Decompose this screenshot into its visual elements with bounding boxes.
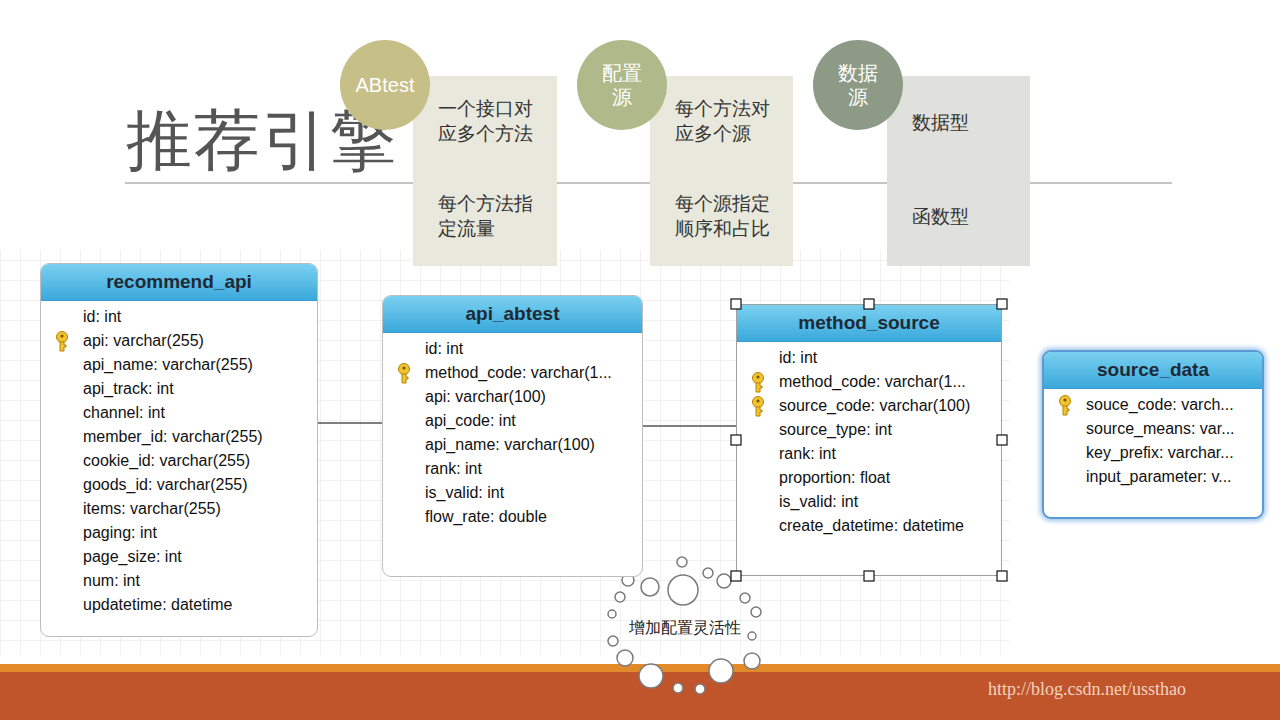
key-icon bbox=[1056, 395, 1074, 417]
table-title: recommend_api bbox=[41, 264, 317, 301]
table-field: rank: int bbox=[383, 457, 642, 481]
field-list: id: intapi: varchar(255)api_name: varcha… bbox=[41, 301, 317, 617]
table-field: input_parameter: v... bbox=[1044, 465, 1262, 489]
panel-text: 一个接口对应多个方法 bbox=[438, 96, 539, 146]
panel-text: 每个方法指定流量 bbox=[438, 191, 539, 241]
table-field: is_valid: int bbox=[383, 481, 642, 505]
table-field: api_name: varchar(255) bbox=[41, 353, 317, 377]
table-box: recommend_apiid: intapi: varchar(255)api… bbox=[40, 263, 318, 637]
key-icon bbox=[53, 331, 71, 353]
resize-handle bbox=[997, 435, 1007, 445]
resize-handle bbox=[731, 435, 741, 445]
watermark: http://blog.csdn.net/ussthao bbox=[988, 679, 1186, 700]
table-field: is_valid: int bbox=[737, 490, 1001, 514]
table-box: api_abtestid: intmethod_code: varchar(1.… bbox=[382, 295, 643, 577]
field-list: id: intmethod_code: varchar(1...source_c… bbox=[737, 342, 1001, 538]
resize-handle bbox=[731, 299, 741, 309]
table-field: id: int bbox=[737, 346, 1001, 370]
table-title: method_source bbox=[737, 305, 1001, 342]
panel-text: 每个方法对应多个源 bbox=[675, 96, 776, 146]
grid-ground bbox=[0, 250, 1010, 655]
panel-text: 每个源指定顺序和占比 bbox=[675, 191, 776, 241]
table-field: api_track: int bbox=[41, 377, 317, 401]
note-panel: 一个接口对应多个方法每个方法指定流量 bbox=[413, 76, 557, 266]
table-field: cookie_id: varchar(255) bbox=[41, 449, 317, 473]
table-title: source_data bbox=[1044, 352, 1262, 389]
field-list: souce_code: varch...source_means: var...… bbox=[1044, 389, 1262, 489]
table-field: method_code: varchar(1... bbox=[383, 361, 642, 385]
table-field: proportion: float bbox=[737, 466, 1001, 490]
topic-circle: 数据 源 bbox=[813, 40, 903, 130]
field-list: id: intmethod_code: varchar(1...api: var… bbox=[383, 333, 642, 529]
table-field: paging: int bbox=[41, 521, 317, 545]
table-field: items: varchar(255) bbox=[41, 497, 317, 521]
table-field: method_code: varchar(1... bbox=[737, 370, 1001, 394]
table-field: channel: int bbox=[41, 401, 317, 425]
key-icon bbox=[395, 363, 413, 385]
panel-text: 函数型 bbox=[912, 204, 1013, 229]
topic-circle: 配置 源 bbox=[577, 40, 667, 130]
table-field: num: int bbox=[41, 569, 317, 593]
table-field: id: int bbox=[383, 337, 642, 361]
key-icon bbox=[749, 372, 767, 394]
callout-note: 增加配置灵活性 bbox=[629, 618, 741, 639]
table-title: api_abtest bbox=[383, 296, 642, 333]
panel-text: 数据型 bbox=[912, 110, 1013, 135]
table-field: souce_code: varch... bbox=[1044, 393, 1262, 417]
resize-handle bbox=[864, 299, 874, 309]
table-field: member_id: varchar(255) bbox=[41, 425, 317, 449]
resize-handle bbox=[864, 571, 874, 581]
table-box: source_datasouce_code: varch...source_me… bbox=[1042, 350, 1264, 519]
resize-handle bbox=[997, 299, 1007, 309]
table-field: api: varchar(100) bbox=[383, 385, 642, 409]
topic-label: ABtest bbox=[356, 73, 415, 97]
relation-line bbox=[643, 425, 736, 426]
table-field: create_datetime: datetime bbox=[737, 514, 1001, 538]
topic-circle: ABtest bbox=[340, 40, 430, 130]
topic-label: 数据 源 bbox=[835, 61, 881, 109]
note-panel: 每个方法对应多个源每个源指定顺序和占比 bbox=[650, 76, 793, 266]
bubble-ring bbox=[608, 557, 761, 694]
table-field: source_type: int bbox=[737, 418, 1001, 442]
table-field: rank: int bbox=[737, 442, 1001, 466]
key-icon bbox=[749, 396, 767, 418]
table-field: api: varchar(255) bbox=[41, 329, 317, 353]
note-panel: 数据型函数型 bbox=[887, 76, 1030, 266]
resize-handle bbox=[731, 571, 741, 581]
table-field: id: int bbox=[41, 305, 317, 329]
table-field: flow_rate: double bbox=[383, 505, 642, 529]
topic-label: 配置 源 bbox=[599, 61, 645, 109]
table-box: method_sourceid: intmethod_code: varchar… bbox=[736, 304, 1002, 576]
table-field: api_name: varchar(100) bbox=[383, 433, 642, 457]
table-field: api_code: int bbox=[383, 409, 642, 433]
table-field: source_means: var... bbox=[1044, 417, 1262, 441]
relation-line bbox=[318, 422, 382, 423]
table-field: key_prefix: varchar... bbox=[1044, 441, 1262, 465]
table-field: page_size: int bbox=[41, 545, 317, 569]
resize-handle bbox=[997, 571, 1007, 581]
table-field: goods_id: varchar(255) bbox=[41, 473, 317, 497]
table-field: source_code: varchar(100) bbox=[737, 394, 1001, 418]
table-field: updatetime: datetime bbox=[41, 593, 317, 617]
